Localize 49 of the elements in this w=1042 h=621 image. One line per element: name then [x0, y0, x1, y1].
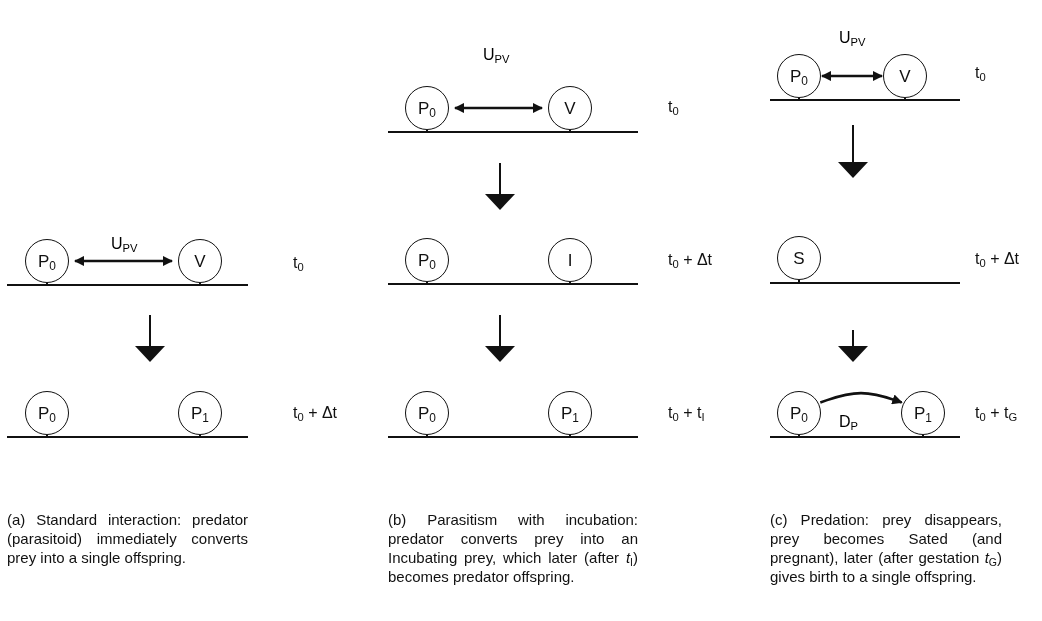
circle-node: [405, 238, 449, 282]
time-label: t$_{0}$ + t$_{G}$: [975, 404, 1018, 422]
arrow: [453, 102, 544, 114]
circle-node: [405, 86, 449, 130]
node-label: P$_{1}$: [561, 404, 579, 422]
arrow: [73, 255, 174, 267]
time-label: t$_{0}$ + Δt: [668, 251, 713, 269]
time-label: t$_{0}$ + Δt: [975, 250, 1020, 268]
time-label: t$_{0}$: [975, 64, 986, 82]
node-label: P$_{1}$: [191, 404, 209, 422]
node-label: S: [793, 249, 805, 267]
time-label: t$_{0}$ + t$_{I}$: [668, 404, 705, 422]
edge-label: U$_{PV}$: [838, 30, 867, 46]
edge-label: U$_{PV}$: [110, 236, 139, 252]
caption-text: (c) Predation: prey disappears, prey becomes Sated (and pregnant), later (after gestation t$_{G}$) gives birth to a single offspring.: [770, 510, 1002, 586]
edge-label: D$_{P}$: [838, 414, 860, 430]
arrow: [820, 70, 884, 82]
node-label: P$_{0}$: [418, 99, 436, 117]
caption-text: (b) Parasitism with incubation: predator converts prey into an Incubating prey, which later (after t$_{I}$) becomes predator offspring.: [388, 510, 638, 586]
circle-node: [178, 239, 222, 283]
node-label: V: [194, 252, 206, 270]
circle-node: [25, 239, 69, 283]
circle-node: [405, 391, 449, 435]
node-label: P$_{0}$: [38, 252, 56, 270]
node-label: P$_{0}$: [418, 404, 436, 422]
node-label: P$_{0}$: [790, 67, 808, 85]
node-label: P$_{0}$: [38, 404, 56, 422]
circle-node: [777, 54, 821, 98]
circle-node: [548, 391, 592, 435]
caption-text: (a) Standard interaction: predator (parasitoid) immediately converts prey into a single offspring.: [7, 510, 248, 567]
node-label: P$_{0}$: [418, 251, 436, 269]
time-label: t$_{0}$: [293, 254, 304, 272]
circle-node: [901, 391, 945, 435]
edge-label: U$_{PV}$: [482, 47, 511, 63]
arrow: [819, 391, 903, 405]
node-label: P$_{0}$: [790, 404, 808, 422]
node-label: V: [899, 67, 911, 85]
time-label: t$_{0}$ + Δt: [293, 404, 338, 422]
circle-node: [548, 86, 592, 130]
circle-node: [883, 54, 927, 98]
circle-node: [777, 236, 821, 280]
node-label: V: [564, 99, 576, 117]
circle-node: [777, 391, 821, 435]
circle-node: [178, 391, 222, 435]
node-label: P$_{1}$: [914, 404, 932, 422]
node-label: I: [567, 251, 573, 269]
circle-node: [548, 238, 592, 282]
circle-node: [25, 391, 69, 435]
time-label: t$_{0}$: [668, 98, 679, 116]
